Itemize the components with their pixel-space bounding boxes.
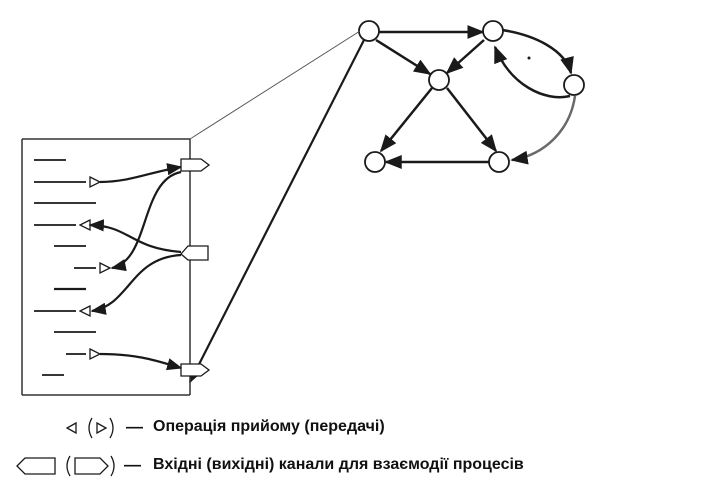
send-operation-icon bbox=[99, 261, 112, 275]
graph-node bbox=[364, 151, 386, 173]
send-operation-icon bbox=[89, 175, 102, 189]
channel-link bbox=[99, 163, 183, 184]
output-channel-icon bbox=[74, 457, 109, 475]
channel-link bbox=[110, 170, 182, 272]
graph-edge bbox=[493, 45, 571, 99]
legend-ops-icons bbox=[65, 417, 114, 439]
legend-dash: — bbox=[124, 455, 141, 474]
legend-dash: — bbox=[126, 417, 143, 436]
graph-edge bbox=[510, 95, 577, 165]
bracket-open-icon bbox=[88, 417, 93, 439]
graph-edge bbox=[445, 39, 485, 75]
graph-edge bbox=[446, 87, 498, 153]
channel-link bbox=[90, 253, 182, 315]
send-operation-icon bbox=[96, 421, 108, 435]
graph-node bbox=[488, 151, 510, 173]
legend-ops-text: Операція прийому (передачі) bbox=[153, 418, 385, 435]
graph-node bbox=[358, 20, 380, 42]
legend-channels-text: Вхідні (вихідні) канали для взаємодії пр… bbox=[153, 456, 524, 473]
graph-edge bbox=[375, 38, 432, 76]
bracket-close-icon bbox=[110, 455, 115, 477]
zoom-line-lower bbox=[189, 39, 365, 384]
receive-operation-icon bbox=[65, 421, 77, 435]
graph-dot bbox=[527, 56, 531, 60]
receive-operation-icon bbox=[78, 218, 91, 232]
graph-edge bbox=[501, 28, 574, 75]
receive-operation-icon bbox=[78, 304, 91, 318]
input-channel-icon bbox=[16, 457, 56, 475]
zoom-line-upper bbox=[189, 30, 361, 140]
legend-ops-row: — Операція прийому (передачі) bbox=[0, 416, 705, 444]
send-operation-icon bbox=[89, 347, 102, 361]
graph-node bbox=[428, 69, 450, 91]
output-channel-icon bbox=[180, 158, 211, 172]
graph-node bbox=[482, 20, 504, 42]
graph-node bbox=[563, 74, 585, 96]
bracket-close-icon bbox=[109, 417, 114, 439]
graph-edge bbox=[379, 87, 433, 153]
bracket-open-icon bbox=[66, 455, 71, 477]
input-channel-icon bbox=[180, 245, 209, 261]
output-channel-icon bbox=[180, 363, 211, 377]
channel-link bbox=[88, 219, 182, 254]
legend-channel-icons bbox=[16, 455, 115, 477]
channel-link bbox=[99, 352, 183, 371]
legend-channels-row: — Вхідні (вихідні) канали для взаємодії … bbox=[0, 454, 705, 482]
process-detail-box bbox=[21, 138, 211, 396]
process-graph bbox=[358, 20, 585, 173]
